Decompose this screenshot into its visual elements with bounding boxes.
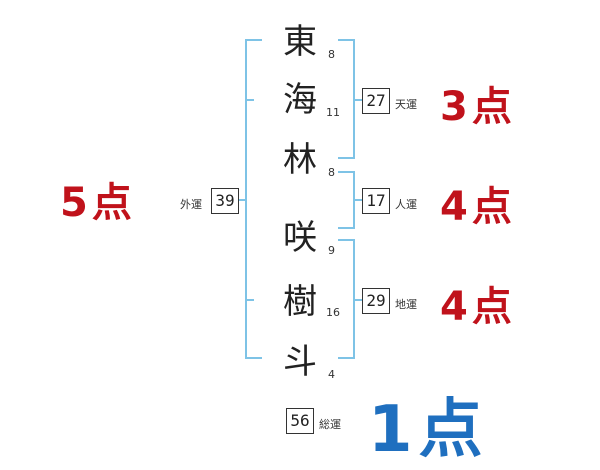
name-char-3: 林 [283, 140, 317, 180]
stroke-count-3: 8 [328, 166, 335, 179]
tenun-score: 3点 [440, 84, 516, 130]
name-char-2: 海 [283, 80, 317, 120]
chiun-bracket [338, 239, 355, 359]
chiun-value-box: 29 [362, 288, 390, 314]
stroke-count-4: 9 [328, 244, 335, 257]
name-char-1: 東 [283, 22, 317, 62]
stroke-count-1: 8 [328, 48, 335, 61]
gaiun-value-box: 39 [211, 188, 239, 214]
name-char-4: 咲 [283, 218, 317, 258]
souun-label: 総運 [319, 418, 341, 431]
stroke-count-5: 16 [326, 306, 340, 319]
jinun-label: 人運 [395, 198, 417, 211]
name-char-6: 斗 [283, 342, 317, 382]
tenun-bracket [338, 39, 355, 159]
gaiun-bracket [245, 39, 262, 359]
tenun-value-box: 27 [362, 88, 390, 114]
chiun-label: 地運 [395, 298, 417, 311]
gaiun-score: 5点 [60, 180, 136, 226]
tenun-label: 天運 [395, 98, 417, 111]
souun-value-box: 56 [286, 408, 314, 434]
jinun-bracket [338, 171, 355, 229]
souun-score: 1点 [368, 393, 489, 467]
gaiun-label: 外運 [180, 198, 202, 211]
name-char-5: 樹 [283, 282, 317, 322]
stroke-count-6: 4 [328, 368, 335, 381]
jinun-score: 4点 [440, 184, 516, 230]
stroke-count-2: 11 [326, 106, 340, 119]
chiun-score: 4点 [440, 284, 516, 330]
jinun-value-box: 17 [362, 188, 390, 214]
